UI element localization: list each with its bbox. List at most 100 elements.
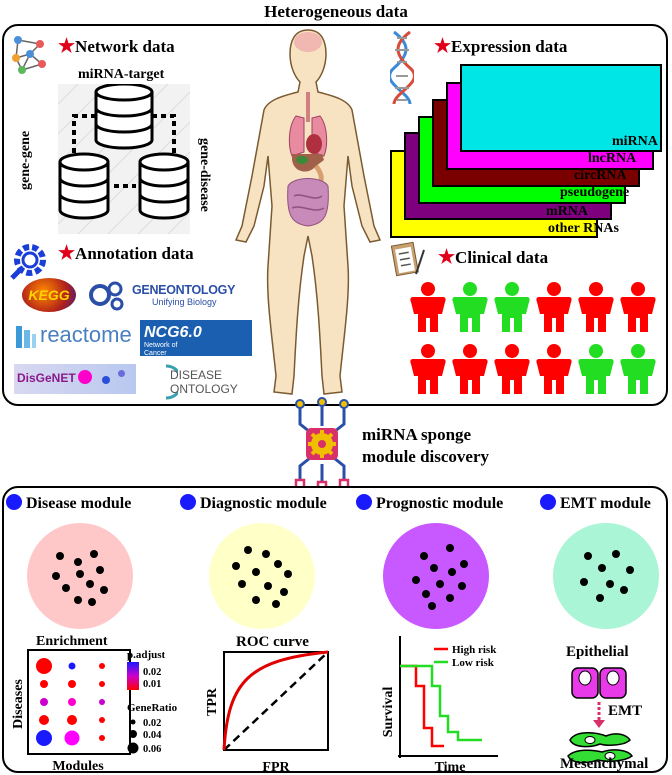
patient-figure-icon — [410, 282, 446, 332]
gene-node-dot — [420, 552, 428, 560]
gene-node-dot — [238, 580, 246, 588]
gene-node-dot — [612, 550, 620, 558]
generatio-legend-title: GeneRatio — [127, 702, 178, 714]
gene-node-dot — [422, 590, 430, 598]
padjust-colorbar — [127, 662, 139, 690]
arrow-down-icon — [593, 720, 605, 728]
network-icon — [12, 36, 46, 74]
generatio-value: 0.02 — [143, 718, 161, 729]
gene-node-dot — [430, 564, 438, 572]
network-databases — [57, 84, 191, 235]
database-icon-left — [58, 152, 110, 220]
layer-label-circrna: circRNA — [574, 168, 627, 183]
patient-figure-icon — [494, 344, 530, 394]
gene-node-dot — [62, 584, 70, 592]
padjust-value: 0.01 — [143, 679, 161, 690]
database-icon-right — [138, 152, 190, 220]
padjust-value: 0.02 — [143, 667, 161, 678]
patient-figure-icon — [410, 344, 446, 394]
mesenchymal-label: Mesenchymal — [560, 756, 649, 772]
padjust-legend-title: p.adjust — [127, 649, 166, 661]
human-body-illustration — [234, 29, 382, 395]
gene-node-dot — [264, 582, 272, 590]
patient-figure-icon — [536, 282, 572, 332]
patient-figure-icon — [620, 344, 656, 394]
gene-node-dot — [252, 596, 260, 604]
star-icon: ★ — [58, 243, 76, 264]
enrichment-dot — [68, 680, 76, 688]
star-icon: ★ — [434, 36, 452, 57]
expression-data-heading: ★Expression data — [434, 36, 568, 57]
prognostic-module-title: Prognostic module — [356, 494, 503, 513]
gene-node-dot — [448, 568, 456, 576]
legend-low-risk: Low risk — [452, 657, 495, 669]
disgenet-logo: DisGeNET — [14, 364, 136, 394]
dna-icon — [390, 30, 414, 105]
gene-disease-label: gene-disease — [197, 138, 212, 212]
mirna-target-label: miRNA-target — [78, 67, 165, 82]
gene-node-dot — [74, 596, 82, 604]
enrichment-dot — [99, 699, 105, 705]
survival-ylabel: Survival — [381, 687, 396, 738]
gene-node-dot — [86, 580, 94, 588]
roc-xlabel: FPR — [262, 760, 290, 774]
disease-ontology-logo: DISEASE ONTOLOGY — [170, 368, 238, 396]
enrichment-dot — [99, 735, 105, 741]
gene-node-dot — [56, 552, 64, 560]
gene-node-dot — [596, 594, 604, 602]
gene-ontology-logo: GENEONTOLOGY Unifying Biology — [132, 283, 236, 307]
star-icon: ★ — [58, 36, 76, 57]
layer-label-lncrna: lncRNA — [588, 151, 637, 166]
bullet-icon — [356, 494, 372, 510]
gene-node-dot — [262, 550, 270, 558]
emt-module-title: EMT module — [540, 494, 651, 513]
roc-title: ROC curve — [236, 634, 309, 650]
enrichment-dot — [68, 698, 76, 706]
enrichment-dot — [36, 730, 52, 746]
legend-high-risk: High risk — [452, 644, 497, 656]
gene-node-dot — [88, 598, 96, 606]
enrichment-xlabel: Modules — [52, 759, 104, 774]
high-risk-curve — [400, 664, 444, 748]
gene-node-dot — [626, 566, 634, 574]
patient-grid — [410, 282, 656, 394]
gene-gene-label: gene-gene — [18, 130, 33, 190]
enrichment-dot — [68, 662, 76, 670]
gene-node-dot — [74, 558, 82, 566]
gene-node-dot — [412, 576, 420, 584]
gene-node-dot — [52, 572, 60, 580]
enrichment-dot — [40, 698, 48, 706]
emt-illustration — [567, 667, 634, 764]
module-circle — [383, 523, 489, 629]
gene-node-dot — [428, 602, 436, 610]
mesenchymal-cell-icon — [567, 749, 634, 764]
low-risk-curve — [400, 664, 482, 742]
enrichment-dot — [40, 680, 48, 688]
patient-figure-icon — [536, 344, 572, 394]
patient-figure-icon — [494, 282, 530, 332]
gene-ontology-icon — [89, 281, 124, 311]
generatio-size-key — [130, 719, 136, 725]
disease-ontology-icon — [165, 364, 178, 400]
gene-node-dot — [584, 552, 592, 560]
gene-node-dot — [606, 580, 614, 588]
gene-node-dot — [232, 562, 240, 570]
emt-arrow-label: EMT — [608, 703, 643, 719]
figure-title: Heterogeneous data — [264, 2, 408, 21]
gene-node-dot — [280, 588, 288, 596]
diagnostic-module-title: Diagnostic module — [180, 494, 327, 513]
patient-figure-icon — [452, 344, 488, 394]
enrichment-ylabel: Diseases — [11, 679, 26, 729]
network-data-heading: ★Network data — [58, 36, 175, 57]
gene-node-dot — [100, 586, 108, 594]
clinical-data-heading: ★Clinical data — [438, 247, 549, 268]
layer-label-pseudogene: pseudogene — [560, 185, 630, 200]
patient-figure-icon — [620, 282, 656, 332]
bullet-icon — [6, 494, 22, 510]
patient-figure-icon — [578, 282, 614, 332]
database-icon-top — [94, 84, 154, 150]
gene-node-dot — [272, 600, 280, 608]
roc-curve — [222, 650, 329, 751]
enrichment-title: Enrichment — [36, 634, 108, 649]
roc-ylabel: TPR — [205, 687, 220, 716]
